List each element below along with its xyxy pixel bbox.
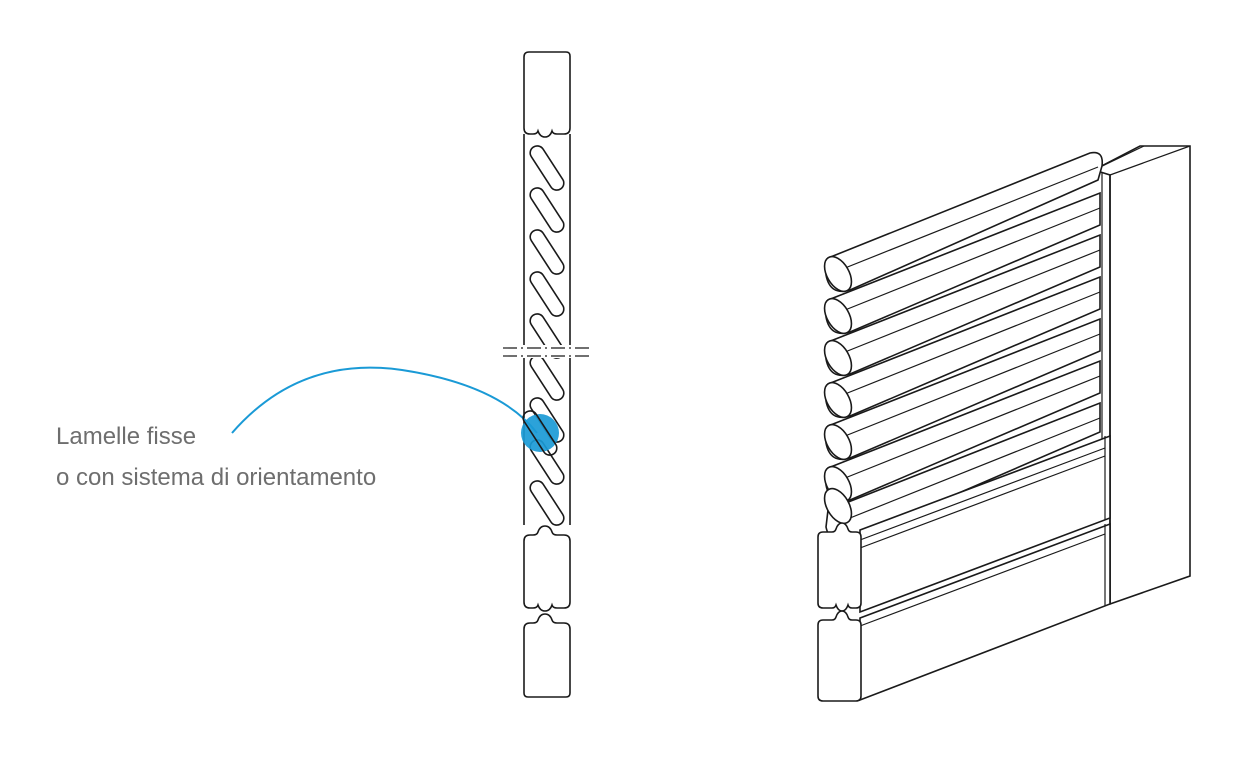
- callout-leader-line: [231, 366, 538, 434]
- section-slats: [526, 142, 568, 529]
- section-break-lines: [503, 345, 590, 358]
- iso-slat: [823, 151, 1104, 293]
- iso-bottom-rail-profile: [817, 610, 862, 702]
- callout-highlight-dot: [521, 414, 559, 452]
- callout: [231, 366, 559, 456]
- section-slat: [526, 268, 568, 320]
- iso-slats: [823, 151, 1104, 543]
- callout-label-line-2: o con sistema di orientamento: [56, 464, 377, 491]
- iso-middle-rail-profile: [817, 522, 862, 612]
- section-view: [503, 51, 590, 698]
- iso-slat: [823, 275, 1101, 419]
- highlighted-slat: [522, 410, 558, 456]
- section-middle-rail: [523, 525, 571, 612]
- section-slat: [526, 184, 568, 236]
- iso-slat: [823, 317, 1101, 461]
- section-slat: [526, 352, 568, 404]
- iso-lower-rails: [817, 434, 1111, 702]
- iso-slat: [823, 233, 1101, 377]
- section-slat: [526, 477, 568, 529]
- section-top-rail: [523, 51, 571, 138]
- iso-slat: [823, 191, 1101, 335]
- isometric-view: [817, 145, 1191, 702]
- section-slat: [526, 226, 568, 278]
- section-bottom-rail: [523, 613, 571, 698]
- callout-label-line-1: Lamelle fisse: [56, 423, 197, 450]
- section-slat: [526, 142, 568, 194]
